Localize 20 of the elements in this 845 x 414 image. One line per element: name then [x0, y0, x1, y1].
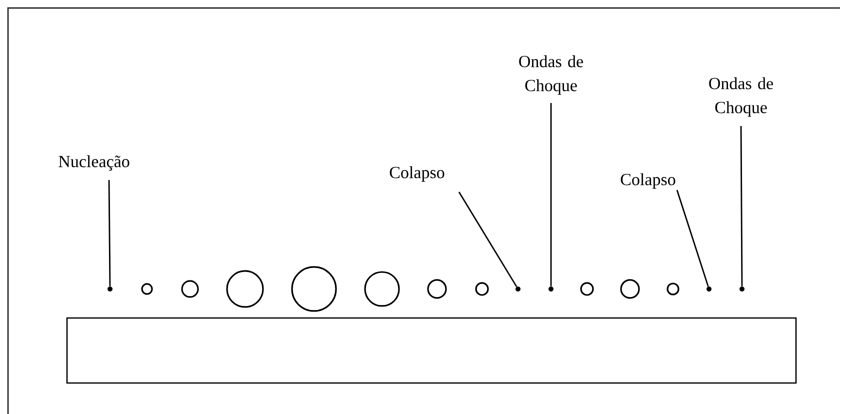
leader-line: [458, 192, 518, 288]
bubble: [181, 280, 199, 298]
bubble: [226, 270, 264, 308]
bubble: [364, 271, 400, 307]
bubble: [141, 283, 153, 295]
leader-line: [676, 190, 709, 287]
bubble: [427, 279, 447, 299]
bubble: [620, 279, 640, 299]
label: Nucleação: [58, 155, 130, 171]
label: Colapso: [390, 166, 444, 182]
bubble: [475, 282, 489, 296]
label: Colapso: [620, 173, 676, 189]
bubble: [291, 266, 337, 312]
leader-line: [108, 180, 111, 286]
bubble: [580, 282, 594, 296]
bubble: [666, 282, 680, 296]
leader-line: [550, 103, 552, 286]
label: Ondas de Choque: [519, 55, 583, 95]
leader-line: [740, 126, 743, 286]
label: Ondas de Choque: [709, 77, 773, 117]
